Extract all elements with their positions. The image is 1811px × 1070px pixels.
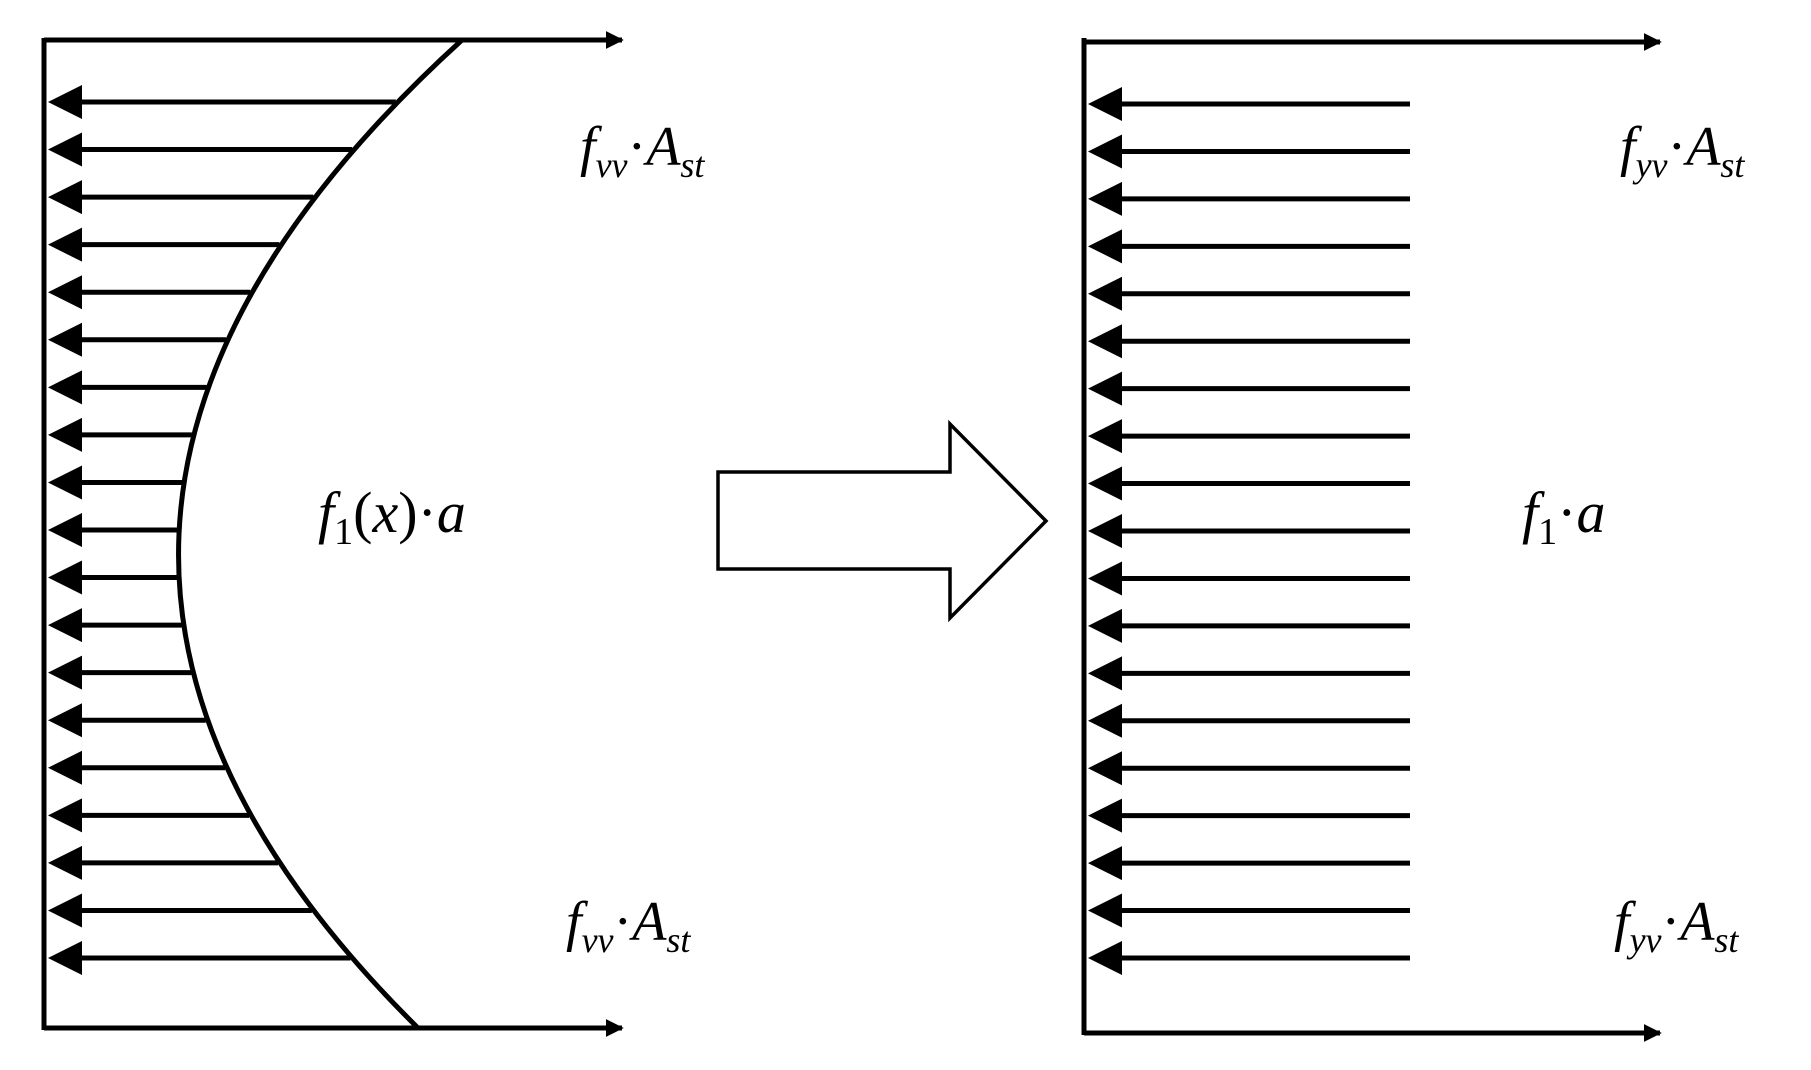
left-load-arrow-head xyxy=(48,465,82,500)
left-load-arrow-head xyxy=(48,608,82,643)
left-load-arrow-head xyxy=(48,85,82,119)
right-load-arrow-head xyxy=(1088,419,1122,454)
left-distributed-load-arrows xyxy=(48,85,396,975)
right-load-arrow-head xyxy=(1088,276,1122,311)
left-load-arrow-head xyxy=(48,655,82,690)
right-load-arrow-head xyxy=(1088,324,1122,359)
right-bottom-force-label: fyv·Ast xyxy=(1614,891,1739,960)
right-load-arrow-head xyxy=(1088,608,1122,643)
right-load-arrow-head xyxy=(1088,229,1122,264)
left-load-arrow-head xyxy=(48,798,82,833)
right-load-arrow-head xyxy=(1088,703,1122,738)
left-load-arrow-head xyxy=(48,417,82,452)
left-panel: fvv·Ast f1(x)·a fvv·Ast xyxy=(41,31,705,1037)
right-top-force-label: fyv·Ast xyxy=(1620,116,1745,185)
left-load-arrow-head xyxy=(48,180,82,215)
left-load-arrow-head xyxy=(48,322,82,357)
left-load-arrow-head xyxy=(48,893,82,928)
left-load-arrow-head xyxy=(48,560,82,595)
left-load-arrow-head xyxy=(48,370,82,405)
right-load-arrow-head xyxy=(1088,466,1122,501)
right-load-arrow-head xyxy=(1088,561,1122,596)
right-load-arrow-head xyxy=(1088,371,1122,406)
left-top-force-label: fvv·Ast xyxy=(580,116,705,185)
left-load-arrow-head xyxy=(48,132,82,167)
right-load-arrow-head xyxy=(1088,798,1122,833)
right-load-arrow-head xyxy=(1088,941,1122,975)
right-distributed-load-arrows xyxy=(1088,87,1410,975)
left-load-arrow-head xyxy=(48,941,82,975)
left-load-arrow-head xyxy=(48,227,82,262)
left-load-arrow-head xyxy=(48,750,82,785)
right-load-arrow-head xyxy=(1088,893,1122,928)
left-load-arrow-head xyxy=(48,513,82,547)
left-stress-curve xyxy=(176,38,464,1030)
left-middle-force-label: f1(x)·a xyxy=(318,480,466,553)
left-load-arrow-head xyxy=(48,275,82,310)
left-load-arrow-head xyxy=(48,703,82,738)
right-load-arrow-head xyxy=(1088,134,1122,169)
right-panel: fyv·Ast f1·a fyv·Ast xyxy=(1081,33,1745,1042)
right-middle-force-label: f1·a xyxy=(1522,480,1605,553)
right-load-arrow-head xyxy=(1088,87,1122,121)
left-load-arrow-head xyxy=(48,845,82,880)
hollow-right-arrow-icon xyxy=(716,419,1049,623)
right-load-arrow-head xyxy=(1088,846,1122,881)
right-load-arrow-head xyxy=(1088,656,1122,691)
right-load-arrow-head xyxy=(1088,751,1122,786)
right-load-arrow-head xyxy=(1088,514,1122,548)
left-bottom-force-label: fvv·Ast xyxy=(566,891,691,960)
right-load-arrow-head xyxy=(1088,181,1122,216)
